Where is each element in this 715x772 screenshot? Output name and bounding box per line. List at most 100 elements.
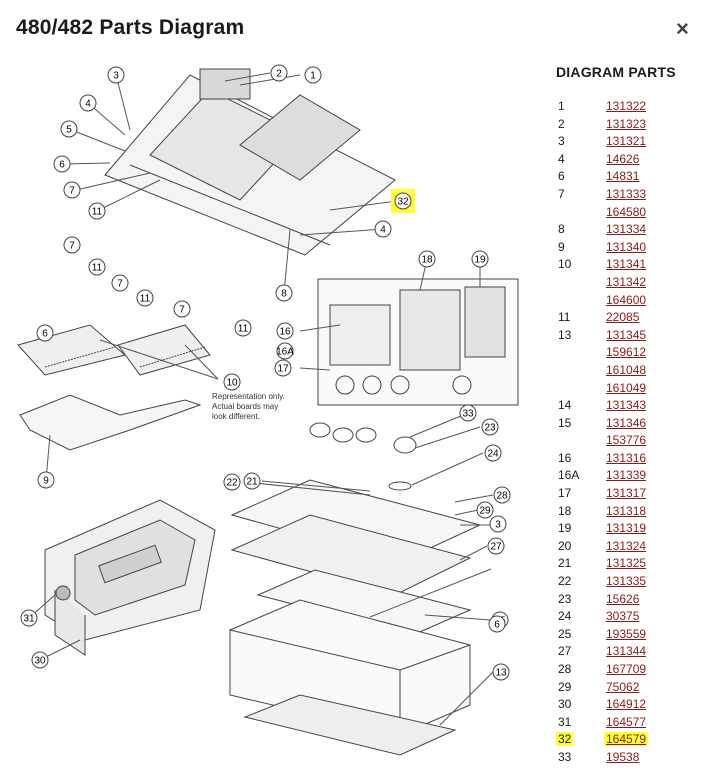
callout-circle <box>274 359 292 377</box>
part-link[interactable]: 131345 <box>604 327 648 345</box>
part-link[interactable]: 164580 <box>604 204 648 222</box>
part-link[interactable]: 131339 <box>604 467 648 485</box>
part-link[interactable]: 131333 <box>604 186 648 204</box>
part-link[interactable]: 164579 <box>604 731 649 749</box>
callout-circle <box>459 404 477 422</box>
callout-label-23: 23 <box>484 423 496 434</box>
part-link[interactable]: 131344 <box>604 643 648 661</box>
part-link[interactable]: 131340 <box>604 239 648 257</box>
part-number-label: 8 <box>558 222 565 237</box>
part-link-text: 131343 <box>606 398 647 413</box>
part-number-label: 16A <box>558 468 580 483</box>
part-link[interactable]: 131316 <box>604 450 648 468</box>
part-link[interactable]: 131346 <box>604 415 648 433</box>
part-link-text: 131340 <box>606 239 647 254</box>
callout-circle <box>31 651 49 669</box>
parts-row: 1 131322 <box>556 98 706 116</box>
part-link[interactable]: 161049 <box>604 380 648 398</box>
callout-circle <box>476 501 494 519</box>
part-link[interactable]: 19538 <box>604 749 641 767</box>
callout-label-16A: 16A <box>276 347 294 358</box>
callout-label-7: 7 <box>69 241 75 252</box>
part-number-label: 33 <box>558 749 572 764</box>
part-link[interactable]: 161048 <box>604 362 648 380</box>
callout-circle <box>394 192 412 210</box>
part-number-label: 29 <box>558 679 572 694</box>
callout-circle <box>276 342 294 360</box>
part-link[interactable]: 131324 <box>604 538 648 556</box>
callout-circle <box>276 322 294 340</box>
part-number-label: 9 <box>558 239 565 254</box>
parts-row: 8 131334 <box>556 221 706 239</box>
callout-label-33: 33 <box>462 409 474 420</box>
part-link[interactable]: 131325 <box>604 555 648 573</box>
part-link[interactable]: 22085 <box>604 309 641 327</box>
callout-circle <box>243 472 261 490</box>
part-link[interactable]: 131317 <box>604 485 648 503</box>
part-number-label: 14 <box>558 398 572 413</box>
page-title: 480/482 Parts Diagram <box>16 16 245 39</box>
part-link[interactable]: 159612 <box>604 344 648 362</box>
parts-row: 23 15626 <box>556 591 706 609</box>
part-link[interactable]: 131321 <box>604 133 648 151</box>
part-link[interactable]: 131341 <box>604 256 648 274</box>
callout-circle <box>275 284 293 302</box>
close-icon[interactable]: × <box>676 16 689 41</box>
part-link[interactable]: 14626 <box>604 151 641 169</box>
part-link-text: 131316 <box>606 450 647 465</box>
part-link[interactable]: 75062 <box>604 679 641 697</box>
parts-row: 9 131340 <box>556 239 706 257</box>
part-number-label: 1 <box>558 99 565 113</box>
part-link[interactable]: 153776 <box>604 432 648 450</box>
part-link[interactable]: 131323 <box>604 116 648 134</box>
part-link[interactable]: 131335 <box>604 573 648 591</box>
part-link-text: 193559 <box>606 626 647 641</box>
part-link[interactable]: 131318 <box>604 503 648 521</box>
callout-circle <box>111 274 129 292</box>
part-link[interactable]: 131342 <box>604 274 648 292</box>
part-link-text: 131342 <box>606 274 647 289</box>
part-link[interactable]: 131343 <box>604 397 648 415</box>
part-link[interactable]: 164577 <box>604 714 648 732</box>
callout-label-29: 29 <box>479 506 491 517</box>
parts-row: 16A 131339 <box>556 467 706 485</box>
part-link-text: 131317 <box>606 486 647 501</box>
part-link[interactable]: 164600 <box>604 292 648 310</box>
part-number-label: 10 <box>558 257 572 272</box>
part-link[interactable]: 15626 <box>604 591 641 609</box>
part-link[interactable]: 131319 <box>604 520 648 538</box>
diagram-note-line-3: look different. <box>212 412 260 421</box>
part-number-label: 23 <box>558 591 572 606</box>
part-link-text: 131322 <box>606 99 647 113</box>
part-link-text: 161048 <box>606 362 647 377</box>
part-link[interactable]: 164912 <box>604 696 648 714</box>
part-link-text: 22085 <box>606 310 640 325</box>
diagram-note-line-2: Actual boards may <box>212 402 278 411</box>
part-link-text: 15626 <box>606 591 640 606</box>
part-link[interactable]: 193559 <box>604 626 648 644</box>
callout-circle <box>471 250 489 268</box>
part-link-text: 164600 <box>606 292 647 307</box>
part-link[interactable]: 30375 <box>604 608 641 626</box>
part-number-label: 20 <box>558 538 572 553</box>
part-link[interactable]: 14831 <box>604 168 641 186</box>
part-link[interactable]: 167709 <box>604 661 648 679</box>
part-link-text: 131344 <box>606 644 647 659</box>
part-link-text: 131323 <box>606 116 647 131</box>
callout-label-6: 6 <box>59 160 65 171</box>
part-link[interactable]: 131322 <box>604 98 648 116</box>
callout-circle <box>223 373 241 391</box>
part-link[interactable]: 131334 <box>604 221 648 239</box>
callout-label-3: 3 <box>495 520 501 531</box>
part-link-text: 131325 <box>606 556 647 571</box>
callout-label-9: 9 <box>43 476 49 487</box>
